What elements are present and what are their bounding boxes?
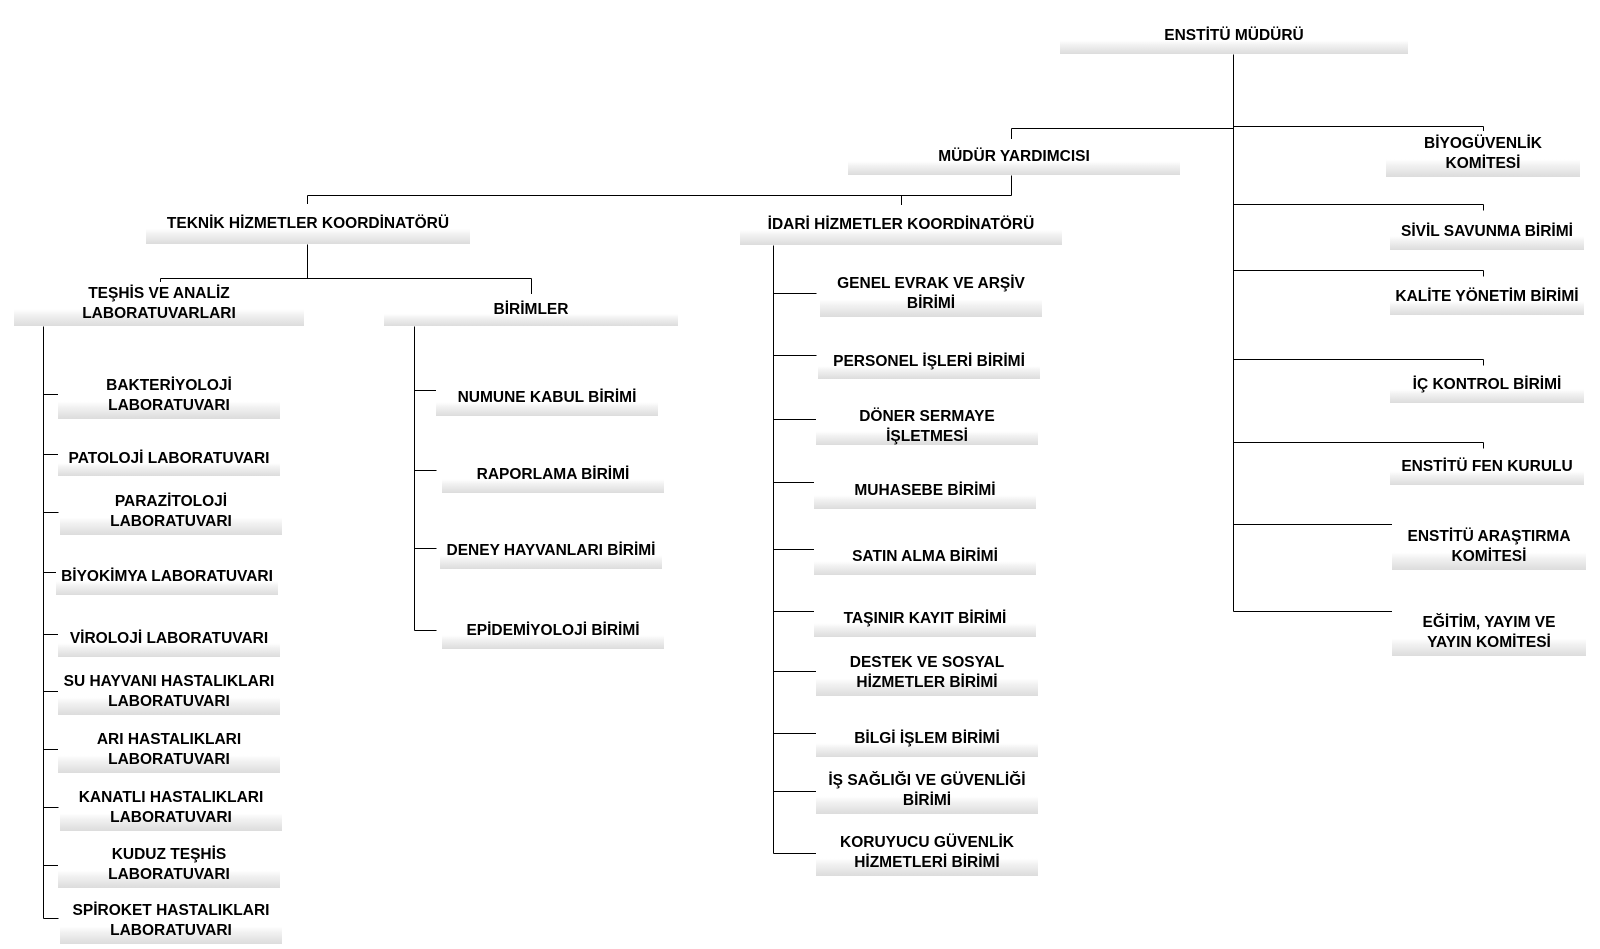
- node-lab: SU HAYVANI HASTALIKLARI LABORATUVARI: [58, 669, 280, 715]
- node-admin-unit: DESTEK VE SOSYAL HİZMETLER BİRİMİ: [816, 650, 1038, 696]
- node-technical-coordinator: TEKNİK HİZMETLER KOORDİNATÖRÜ: [146, 204, 470, 244]
- node-committee: ENSTİTÜ FEN KURULU: [1390, 449, 1584, 485]
- node-technical-unit: NUMUNE KABUL BİRİMİ: [436, 380, 658, 416]
- node-lab: ARI HASTALIKLARI LABORATUVARI: [58, 727, 280, 773]
- node-admin-unit: PERSONEL İŞLERİ BİRİMİ: [818, 345, 1040, 379]
- node-lab: PARAZİTOLOJİ LABORATUVARI: [60, 489, 282, 535]
- node-technical-unit: EPİDEMİYOLOJİ BİRİMİ: [442, 613, 664, 649]
- node-admin-unit: MUHASEBE BİRİMİ: [814, 473, 1036, 509]
- node-admin-unit: GENEL EVRAK VE ARŞİV BİRİMİ: [820, 271, 1042, 317]
- node-units-group: BİRİMLER: [384, 294, 678, 326]
- node-director: ENSTİTÜ MÜDÜRÜ: [1060, 18, 1408, 54]
- node-admin-unit: DÖNER SERMAYE İŞLETMESİ: [816, 408, 1038, 445]
- node-committee: BİYOGÜVENLİK KOMİTESİ: [1386, 131, 1580, 177]
- node-lab: BAKTERİYOLOJİ LABORATUVARI: [58, 373, 280, 419]
- node-committee: EĞİTİM, YAYIM VE YAYIN KOMİTESİ: [1392, 610, 1586, 656]
- node-committee: SİVİL SAVUNMA BİRİMİ: [1390, 214, 1584, 250]
- node-lab: PATOLOJİ LABORATUVARI: [58, 442, 280, 476]
- node-admin-unit: SATIN ALMA BİRİMİ: [814, 539, 1036, 575]
- node-admin-unit: İŞ SAĞLIĞI VE GÜVENLİĞİ BİRİMİ: [816, 768, 1038, 814]
- node-lab: VİROLOJİ LABORATUVARI: [58, 621, 280, 657]
- node-lab: BİYOKİMYA LABORATUVARI: [56, 559, 278, 595]
- node-lab: KANATLI HASTALIKLARI LABORATUVARI: [60, 785, 282, 831]
- node-committee: KALİTE YÖNETİM BİRİMİ: [1390, 279, 1584, 315]
- node-lab: KUDUZ TEŞHİS LABORATUVARI: [58, 842, 280, 888]
- node-labs-group: TEŞHİS VE ANALİZ LABORATUVARLARI: [14, 282, 304, 326]
- node-admin-unit: BİLGİ İŞLEM BİRİMİ: [816, 721, 1038, 757]
- node-admin-coordinator: İDARİ HİZMETLER KOORDİNATÖRÜ: [740, 205, 1062, 245]
- node-technical-unit: DENEY HAYVANLARI BİRİMİ: [440, 533, 662, 569]
- node-lab: SPİROKET HASTALIKLARI LABORATUVARI: [60, 898, 282, 944]
- node-technical-unit: RAPORLAMA BİRİMİ: [442, 457, 664, 493]
- node-committee: İÇ KONTROL BİRİMİ: [1390, 367, 1584, 403]
- node-deputy: MÜDÜR YARDIMCISI: [848, 139, 1180, 175]
- node-admin-unit: KORUYUCU GÜVENLİK HİZMETLERİ BİRİMİ: [816, 830, 1038, 876]
- node-admin-unit: TAŞINIR KAYIT BİRİMİ: [814, 601, 1036, 637]
- node-committee: ENSTİTÜ ARAŞTIRMA KOMİTESİ: [1392, 524, 1586, 570]
